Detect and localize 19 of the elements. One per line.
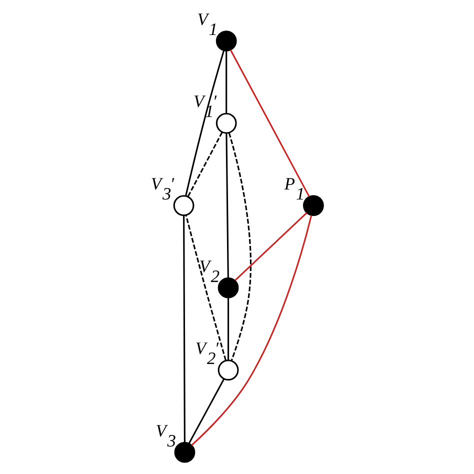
- connector: [185, 214, 226, 360]
- node-circle: [173, 195, 194, 216]
- node-circle: [174, 442, 196, 463]
- connector: [230, 49, 310, 197]
- connector: [234, 212, 308, 281]
- node-circle: [303, 195, 324, 216]
- node-circle: [216, 30, 237, 52]
- connector: [226, 132, 229, 278]
- connector: [228, 298, 230, 360]
- connector: [188, 378, 225, 444]
- connector: [226, 50, 228, 114]
- connector: [191, 215, 312, 446]
- connector: [185, 50, 224, 196]
- node-circle: [218, 360, 239, 381]
- connector: [228, 132, 252, 362]
- connector: [187, 132, 223, 197]
- node-circle: [216, 112, 237, 134]
- connector: [183, 215, 186, 442]
- node-circle: [218, 277, 239, 298]
